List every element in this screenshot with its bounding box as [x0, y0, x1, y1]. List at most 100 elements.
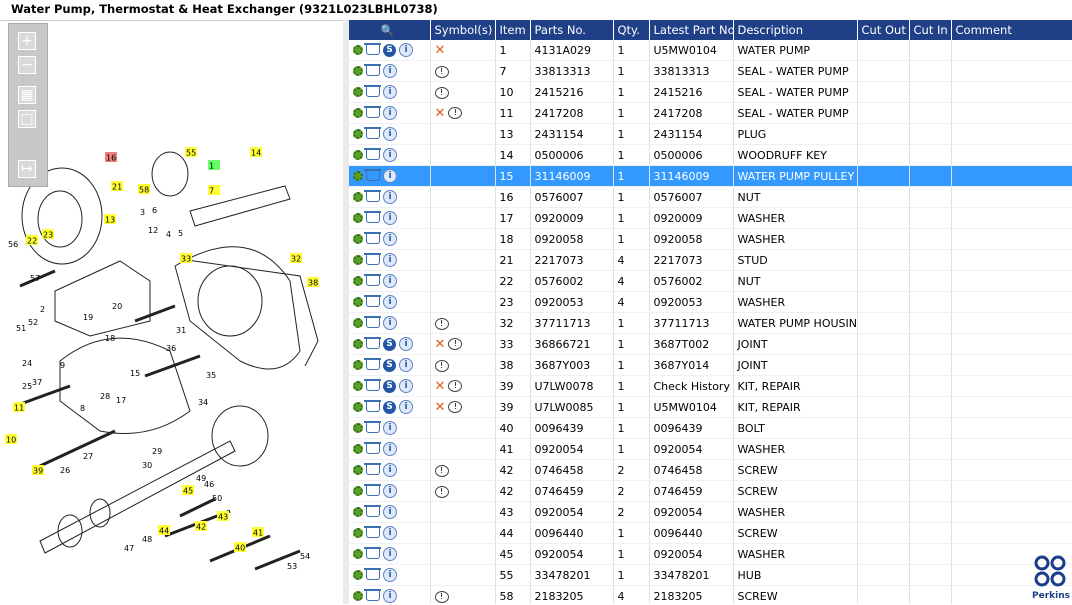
- gear-icon[interactable]: [353, 402, 363, 412]
- info-icon[interactable]: i: [399, 400, 413, 414]
- info-icon[interactable]: i: [383, 484, 397, 498]
- info-icon[interactable]: i: [399, 379, 413, 393]
- actual-size-icon[interactable]: □: [18, 110, 36, 128]
- cart-icon[interactable]: [364, 484, 381, 496]
- cart-icon[interactable]: [364, 379, 381, 391]
- info-icon[interactable]: i: [383, 568, 397, 582]
- gears-icon[interactable]: [353, 45, 363, 55]
- cart-icon[interactable]: [364, 400, 381, 412]
- cart-icon[interactable]: [364, 169, 381, 181]
- cart-icon[interactable]: [364, 526, 381, 538]
- gear-icon[interactable]: [353, 87, 363, 97]
- fit-view-icon[interactable]: ▦: [18, 86, 36, 104]
- info-icon[interactable]: i: [383, 169, 397, 183]
- gear-icon[interactable]: [353, 465, 363, 475]
- cart-icon[interactable]: [364, 43, 381, 55]
- column-header-cut-in[interactable]: Cut In: [909, 20, 952, 40]
- gear-icon[interactable]: [353, 486, 363, 496]
- comment-bubble-icon[interactable]: !: [434, 86, 449, 99]
- gear-icon[interactable]: [353, 591, 363, 601]
- gear-icon[interactable]: [353, 66, 363, 76]
- comment-bubble-icon[interactable]: !: [448, 107, 463, 119]
- info-icon[interactable]: i: [383, 421, 397, 435]
- gear-icon[interactable]: [353, 129, 363, 139]
- gear-icon[interactable]: [353, 150, 363, 160]
- info-icon[interactable]: i: [383, 442, 397, 456]
- comment-bubble-icon[interactable]: !: [434, 359, 449, 372]
- cart-icon[interactable]: [364, 337, 381, 349]
- column-header-comment[interactable]: Comment: [951, 20, 1072, 40]
- comment-bubble-icon[interactable]: !: [434, 317, 449, 330]
- cart-icon[interactable]: [364, 295, 381, 307]
- info-icon[interactable]: i: [383, 274, 397, 288]
- info-icon[interactable]: i: [383, 190, 397, 204]
- zoom-out-icon[interactable]: −: [18, 56, 36, 74]
- supersession-icon[interactable]: S: [383, 400, 396, 414]
- column-header-parts-no[interactable]: Parts No.: [530, 20, 614, 40]
- gear-icon[interactable]: [353, 213, 363, 223]
- info-icon[interactable]: i: [383, 106, 397, 120]
- info-icon[interactable]: i: [399, 337, 413, 351]
- cart-icon[interactable]: [364, 127, 381, 139]
- supersession-icon[interactable]: S: [383, 358, 396, 372]
- pane-splitter[interactable]: [343, 20, 349, 604]
- gear-icon[interactable]: [353, 171, 363, 181]
- gear-icon[interactable]: [353, 570, 363, 580]
- comment-bubble-icon[interactable]: !: [448, 338, 463, 350]
- cross-icon[interactable]: ✕: [434, 42, 446, 58]
- column-header-symbol-s[interactable]: Symbol(s): [430, 20, 496, 40]
- cart-icon[interactable]: [364, 106, 381, 118]
- cross-icon[interactable]: ✕: [434, 378, 446, 394]
- export-icon[interactable]: ↦: [18, 160, 36, 178]
- info-icon[interactable]: i: [399, 43, 413, 57]
- column-header-description[interactable]: Description: [733, 20, 858, 40]
- info-icon[interactable]: i: [383, 526, 397, 540]
- cart-icon[interactable]: [364, 358, 381, 370]
- info-icon[interactable]: i: [383, 463, 397, 477]
- gear-icon[interactable]: [353, 318, 363, 328]
- cross-icon[interactable]: ✕: [434, 105, 446, 121]
- comment-bubble-icon[interactable]: !: [434, 485, 449, 498]
- comment-bubble-icon[interactable]: !: [448, 380, 463, 392]
- cart-icon[interactable]: [364, 442, 381, 454]
- info-icon[interactable]: i: [383, 127, 397, 141]
- info-icon[interactable]: i: [383, 232, 397, 246]
- gear-icon[interactable]: [353, 276, 363, 286]
- info-icon[interactable]: i: [399, 358, 413, 372]
- search-parts-icon[interactable]: 🔍: [380, 24, 395, 37]
- gear-icon[interactable]: [353, 528, 363, 538]
- column-header-latest-part-no[interactable]: Latest Part No.: [649, 20, 734, 40]
- cart-icon[interactable]: [364, 148, 381, 160]
- cart-icon[interactable]: [364, 568, 381, 580]
- gear-icon[interactable]: [353, 234, 363, 244]
- cart-icon[interactable]: [364, 505, 381, 517]
- gear-icon[interactable]: [353, 297, 363, 307]
- info-icon[interactable]: i: [383, 295, 397, 309]
- info-icon[interactable]: i: [383, 211, 397, 225]
- comment-bubble-icon[interactable]: !: [434, 590, 449, 603]
- comment-bubble-icon[interactable]: !: [448, 401, 463, 413]
- cart-icon[interactable]: [364, 85, 381, 97]
- gear-icon[interactable]: [353, 192, 363, 202]
- info-icon[interactable]: i: [383, 316, 397, 330]
- cart-icon[interactable]: [364, 64, 381, 76]
- info-icon[interactable]: i: [383, 148, 397, 162]
- info-icon[interactable]: i: [383, 253, 397, 267]
- supersession-icon[interactable]: S: [383, 43, 396, 57]
- gear-icon[interactable]: [353, 381, 363, 391]
- cart-icon[interactable]: [364, 232, 381, 244]
- info-icon[interactable]: i: [383, 505, 397, 519]
- comment-bubble-icon[interactable]: !: [434, 65, 449, 78]
